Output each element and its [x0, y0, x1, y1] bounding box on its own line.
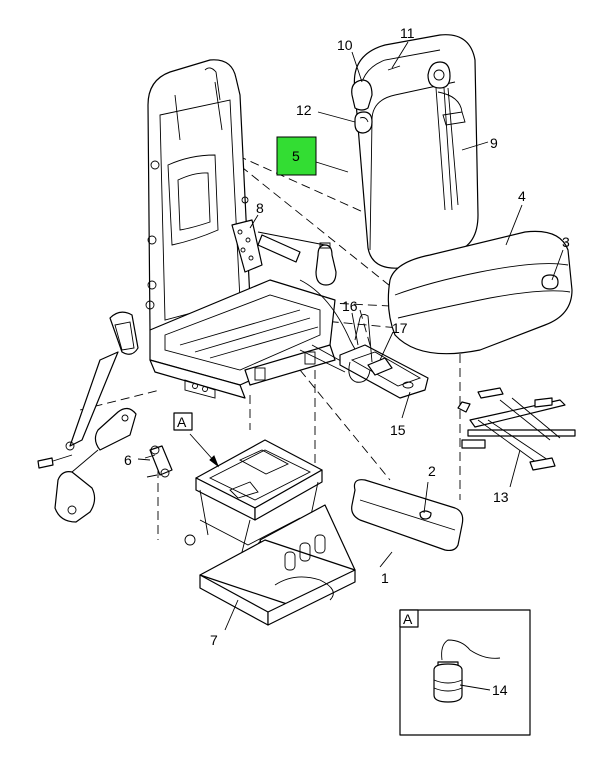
callout-2: 2: [428, 463, 436, 479]
callout-7: 7: [210, 632, 218, 648]
callout-11: 11: [400, 25, 415, 41]
callout-14: 14: [492, 682, 508, 698]
leader-lines: [137, 41, 564, 691]
armrest-1: [351, 479, 464, 552]
callout-4: 4: [518, 188, 526, 204]
seat-frame: [145, 59, 351, 399]
cross-member-13: [457, 387, 576, 471]
callout-12: 12: [296, 102, 312, 118]
callout-9: 9: [490, 135, 498, 151]
view-a-label: A: [177, 414, 187, 430]
callout-numbers: 1 2 3 4 5 6 7 8 9 10 11 12 13 14 15 16 1…: [124, 25, 570, 698]
callout-13: 13: [493, 489, 509, 505]
callout-6: 6: [124, 452, 132, 468]
callout-10: 10: [337, 37, 353, 53]
callout-15: 15: [390, 422, 406, 438]
view-a-indicator: A: [173, 412, 220, 468]
belt-anchor-assembly: [37, 311, 139, 523]
callout-1: 1: [381, 570, 389, 586]
seat-cushion: [387, 230, 573, 355]
callout-3: 3: [562, 234, 570, 250]
valve-assembly-8: [231, 219, 371, 366]
callout-8: 8: [256, 200, 264, 216]
callout-5-highlight: [276, 136, 317, 176]
lever-bracket-15: [339, 313, 429, 399]
callout-17: 17: [392, 320, 408, 336]
detail-a-box: A: [399, 609, 531, 736]
backrest-cushion: [351, 34, 479, 269]
detail-a-label: A: [403, 611, 413, 627]
callout-16: 16: [342, 298, 358, 314]
shock-absorber-6: [144, 445, 173, 478]
suspension-pedestal-7: [184, 439, 356, 626]
callout-5: 5: [292, 148, 300, 164]
